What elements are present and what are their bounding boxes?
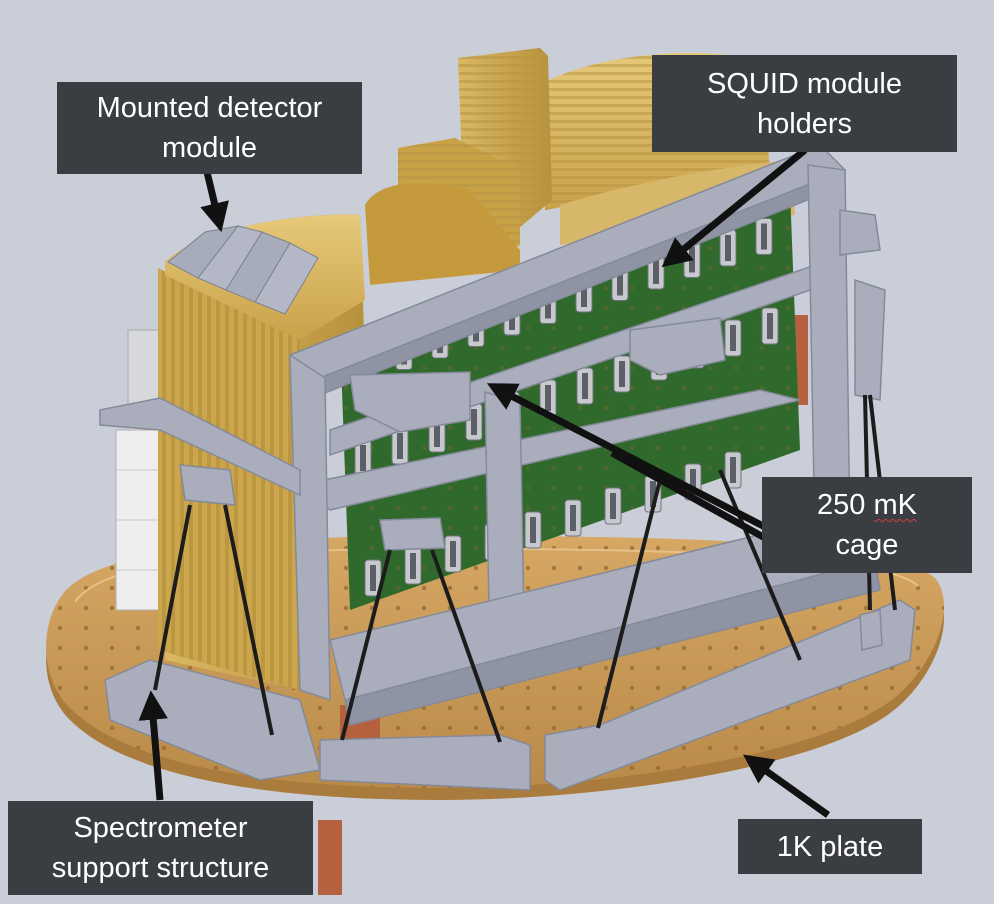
label-squid-module-holders: SQUID module holders — [652, 55, 957, 152]
connector-pins — [545, 385, 551, 411]
arrow-1k-plate — [743, 754, 831, 818]
label-fragment: 250 — [817, 489, 874, 521]
connector-pins — [360, 445, 366, 471]
arrow-cage-upper — [486, 383, 767, 531]
label-line: support structure — [51, 852, 270, 884]
label-line: SQUID module — [706, 67, 902, 100]
connector-pins — [730, 457, 736, 483]
label-line: module — [161, 132, 258, 164]
arrow-squid-holders — [661, 147, 808, 268]
connector-pins — [619, 361, 625, 387]
connector-pins — [410, 553, 416, 579]
label-line: 1K plate — [776, 830, 884, 863]
label-line: holders — [756, 107, 853, 140]
connector-pins — [767, 313, 773, 339]
connector-pins — [397, 433, 403, 459]
connector-pins — [617, 269, 623, 296]
callout-arrows — [138, 147, 831, 818]
connector-pins — [690, 469, 696, 495]
connector-pins — [610, 493, 616, 519]
label-spectrometer-support-structure: Spectrometer support structure — [8, 801, 313, 895]
connector-pins — [730, 325, 736, 351]
arrow-support-structure — [138, 690, 168, 801]
connector-pins — [653, 258, 659, 284]
arrow-detector-module — [200, 171, 229, 233]
connector-pins — [582, 373, 588, 399]
detector-module-strips — [167, 225, 319, 315]
connector-pins — [370, 565, 376, 591]
label-1k-plate: 1K plate — [738, 819, 922, 874]
label-line: 250 mK — [762, 485, 972, 525]
label-line: Mounted detector — [96, 92, 323, 124]
connector-pins — [725, 235, 731, 261]
connector-pins — [434, 421, 440, 447]
support-struts — [153, 394, 897, 743]
connector-pins — [530, 517, 536, 543]
arrow-cage-lower — [610, 449, 767, 542]
label-fragment: mK — [873, 489, 917, 521]
connector-pins — [450, 541, 456, 567]
connector-pins — [689, 246, 695, 273]
label-250mk-cage: 250 mK cage — [762, 477, 972, 573]
connector-pins — [570, 505, 576, 531]
connector-pins — [545, 292, 551, 319]
label-line: Spectrometer — [73, 812, 248, 844]
connector-pins — [581, 281, 587, 307]
connector-pins — [471, 409, 477, 435]
connector-pins — [761, 223, 767, 250]
label-line: cage — [835, 529, 899, 561]
connector-pins — [650, 481, 656, 507]
label-mounted-detector-module: Mounted detector module — [57, 82, 362, 174]
